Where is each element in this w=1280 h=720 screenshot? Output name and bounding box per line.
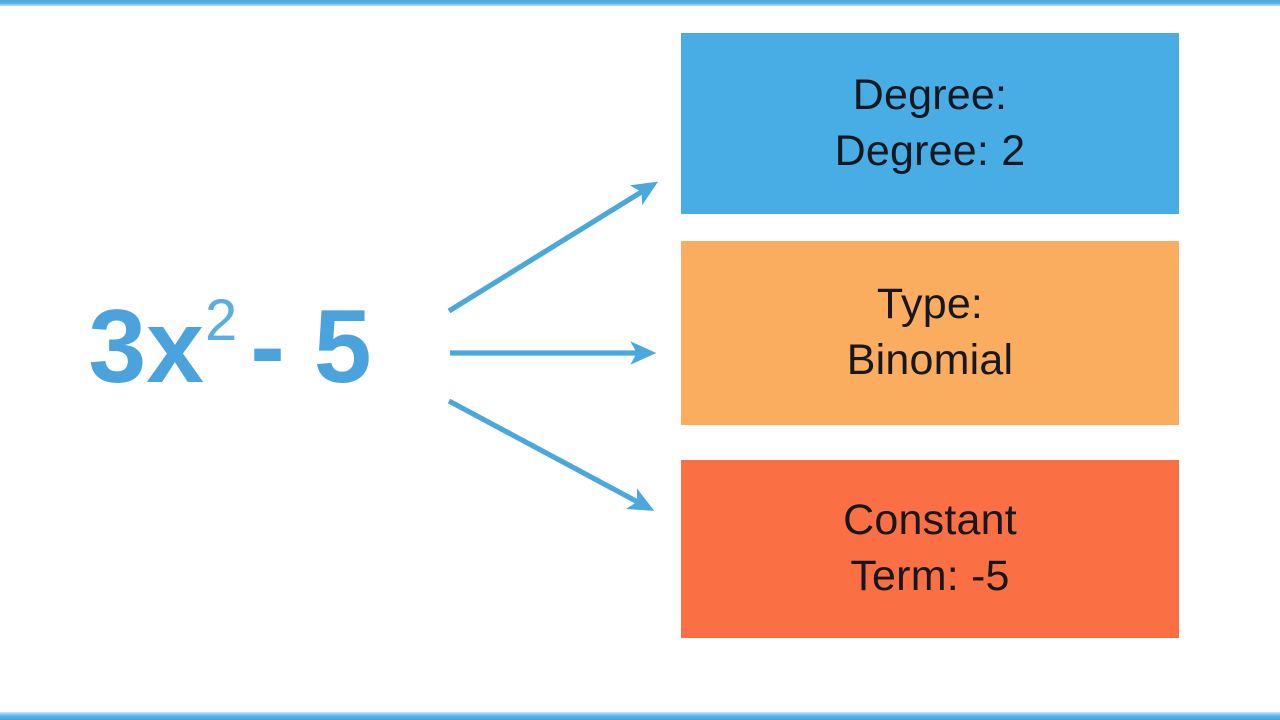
bottom-accent-rule xyxy=(0,712,1280,720)
top-accent-rule xyxy=(0,0,1280,6)
constant-box-line-1: Constant xyxy=(843,496,1017,545)
type-box-line-1: Type: xyxy=(876,280,984,329)
expression-base-term: 3x xyxy=(88,289,205,405)
arrow-to-degree-icon xyxy=(447,181,659,314)
expression-tail-term: - 5 xyxy=(250,289,372,405)
degree-box-line-1: Degree: xyxy=(852,70,1008,119)
type-box-line-2: Binomial xyxy=(846,336,1014,384)
arrow-to-constant-icon xyxy=(447,398,655,511)
info-box-type[interactable]: Type: Binomial xyxy=(681,241,1179,425)
expression-exponent: 2 xyxy=(205,288,238,353)
degree-box-line-2: Degree: 2 xyxy=(834,126,1026,175)
info-box-constant[interactable]: Constant Term: -5 xyxy=(681,460,1179,638)
info-box-degree[interactable]: Degree: Degree: 2 xyxy=(681,33,1179,214)
constant-box-line-2: Term: -5 xyxy=(850,552,1010,600)
